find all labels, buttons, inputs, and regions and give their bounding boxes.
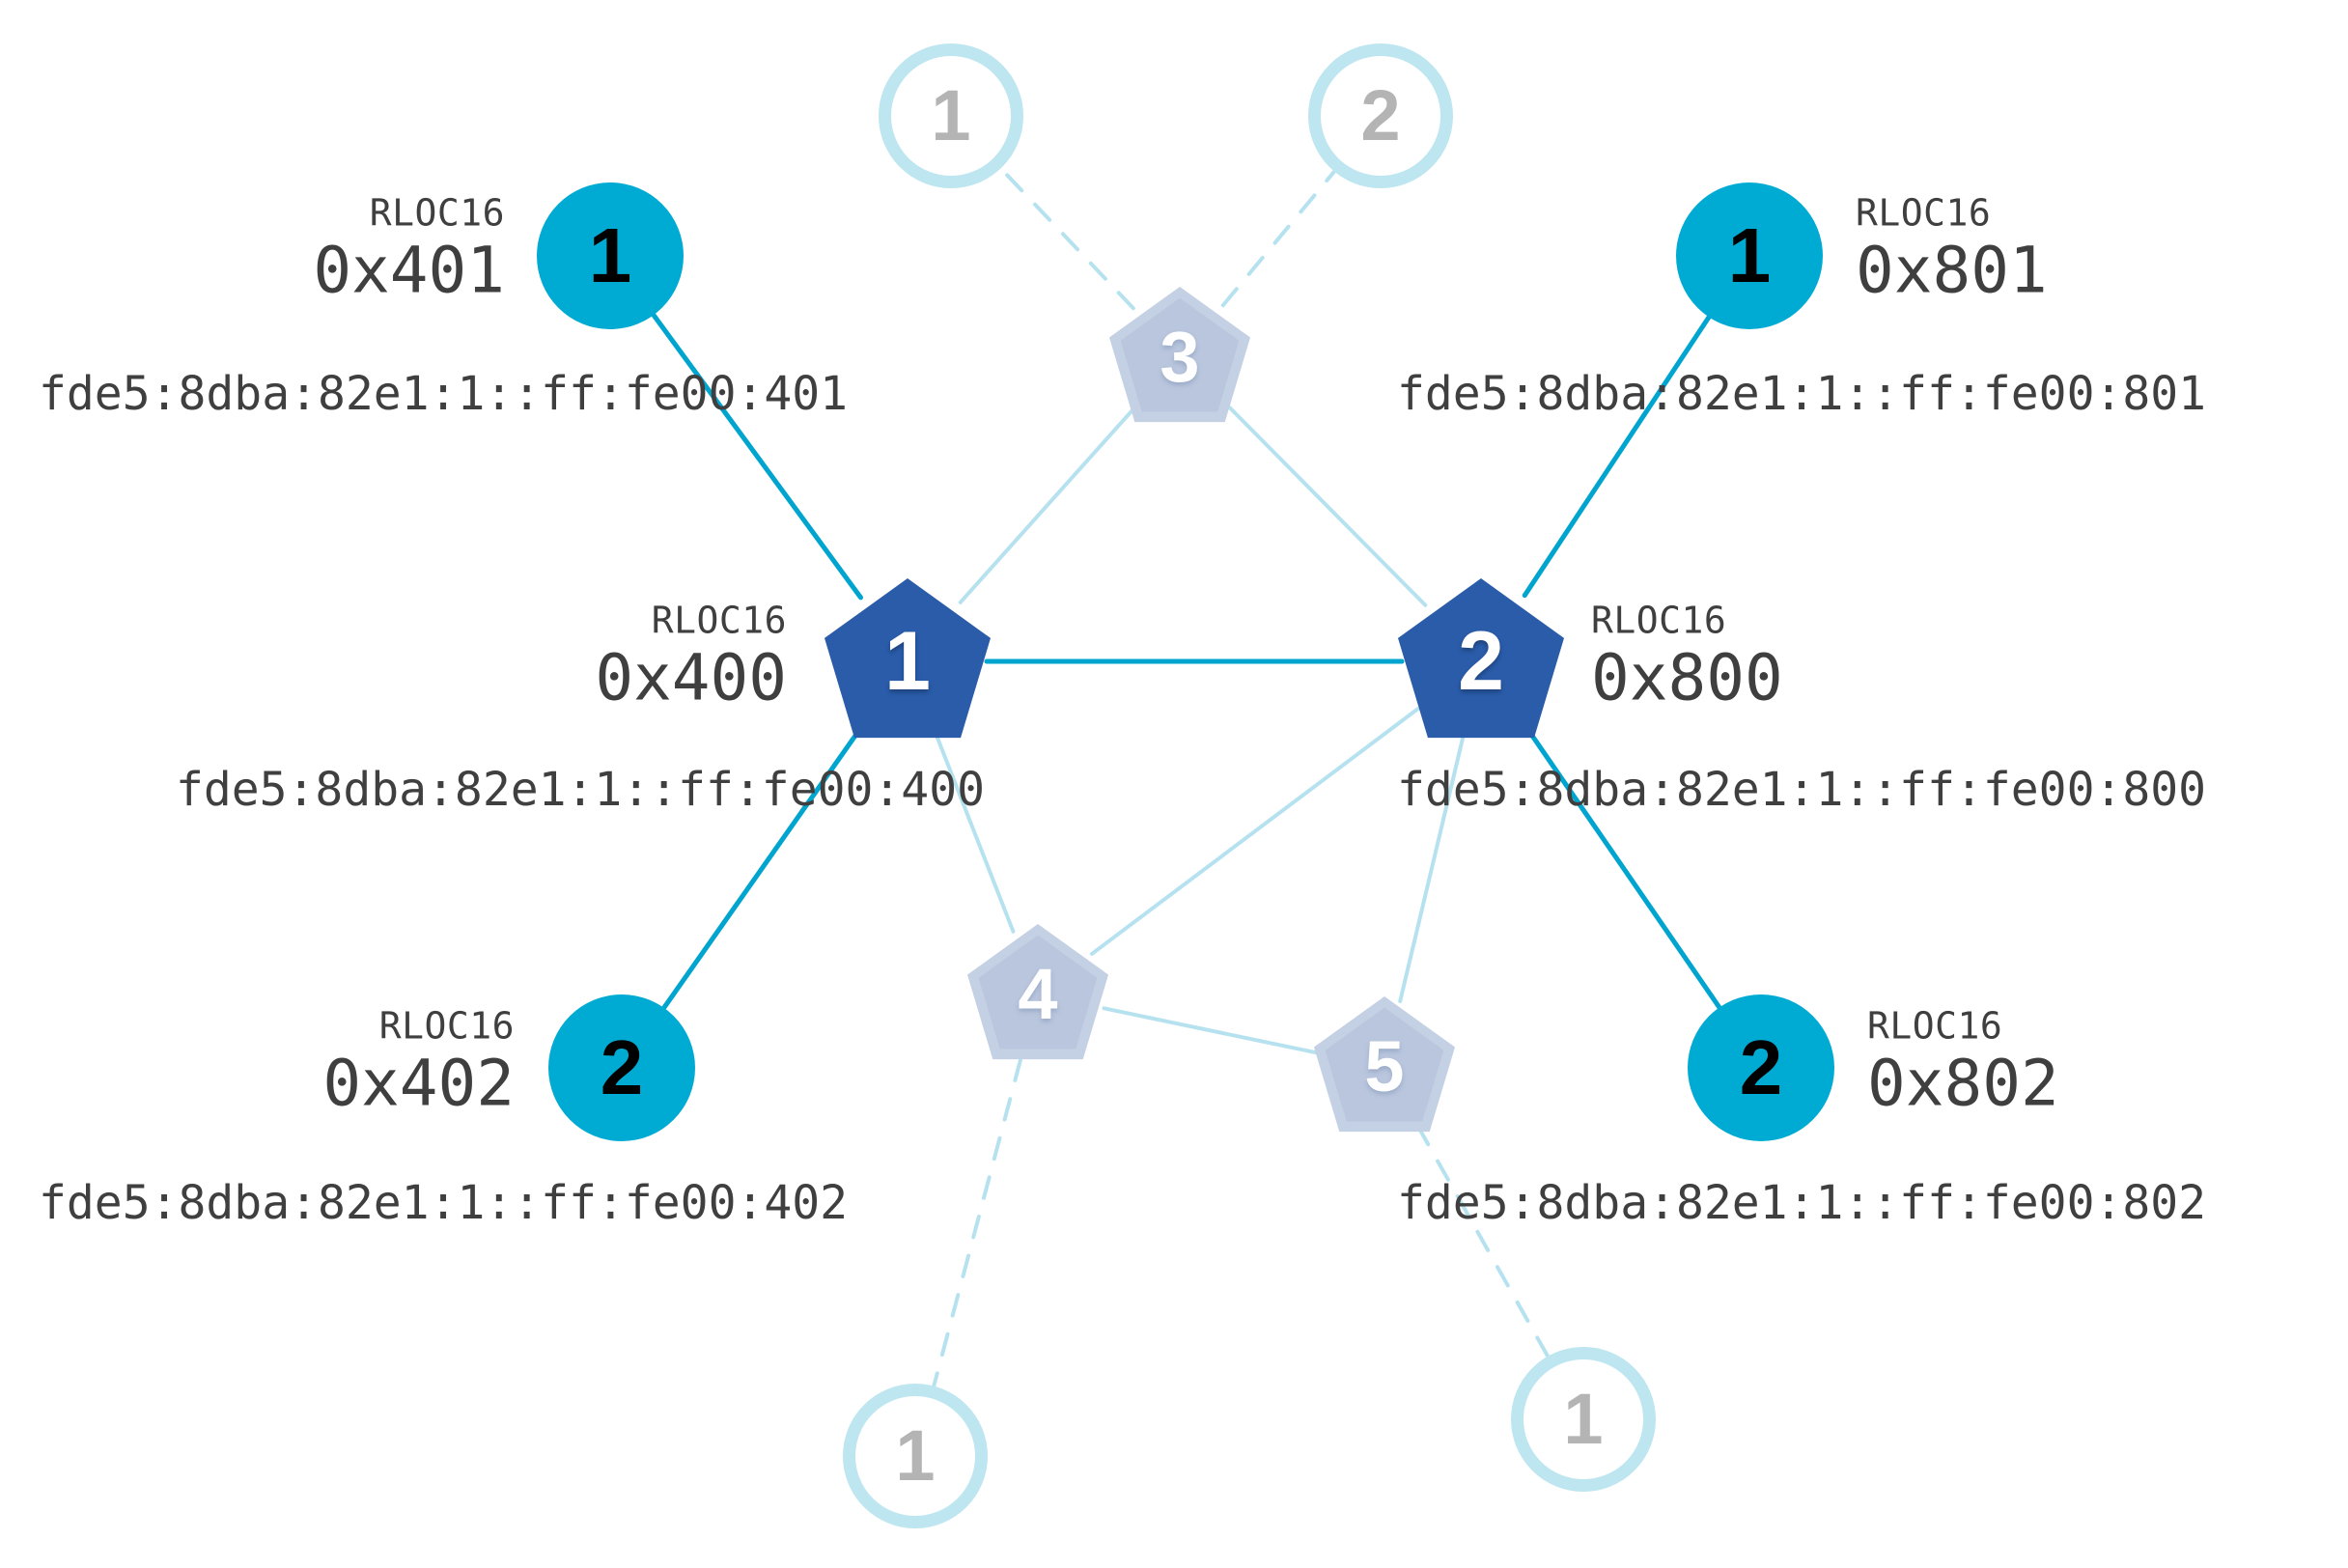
rloc16-value: 0x401 <box>313 233 505 308</box>
node-p3[interactable]: 3 <box>1109 287 1250 428</box>
node-number: 2 <box>1739 1024 1783 1110</box>
rloc16-value: 0x800 <box>1591 640 1783 715</box>
link-r800-p3 <box>1225 403 1428 607</box>
node-number: 4 <box>1018 954 1058 1034</box>
link-r800-c801 <box>1522 314 1712 599</box>
rloc16-caption: RLOC16 <box>378 1004 515 1048</box>
node-g_br[interactable]: 1 <box>1511 1347 1656 1492</box>
node-number: 1 <box>895 1415 936 1496</box>
node-number: 3 <box>1160 317 1200 397</box>
node-c802[interactable]: 2 <box>1688 994 1834 1141</box>
node-r800[interactable]: 2 <box>1398 578 1564 744</box>
node-number: 1 <box>931 75 971 155</box>
node-number: 1 <box>1727 212 1772 298</box>
ipv6-address-c801: fde5:8dba:82e1:1::ff:fe00:801 <box>1397 367 2207 421</box>
node-c401[interactable]: 1 <box>537 182 684 329</box>
rloc16-value: 0x400 <box>595 640 787 715</box>
link-r800-p4 <box>1089 707 1420 956</box>
rloc16-value: 0x801 <box>1856 233 2048 308</box>
link-r800-p5 <box>1398 736 1466 1003</box>
rloc16-value: 0x402 <box>322 1046 515 1121</box>
link-r400-c401 <box>651 312 864 601</box>
rloc16-caption: RLOC16 <box>651 599 787 642</box>
rloc16-caption: RLOC16 <box>1856 191 1992 235</box>
link-r800-c802 <box>1523 724 1722 1010</box>
node-p5[interactable]: 5 <box>1314 996 1455 1137</box>
node-c801[interactable]: 1 <box>1676 182 1823 329</box>
node-number: 2 <box>1458 615 1504 708</box>
rloc16-caption: RLOC16 <box>1867 1004 2003 1048</box>
link-r400-p3 <box>958 406 1137 604</box>
node-c402[interactable]: 2 <box>548 994 695 1141</box>
node-number: 1 <box>588 212 632 298</box>
link-p5-g_br <box>1415 1123 1551 1358</box>
node-p4[interactable]: 4 <box>967 924 1108 1065</box>
node-number: 1 <box>1563 1379 1604 1459</box>
node-r400[interactable]: 1 <box>825 578 991 744</box>
node-number: 2 <box>1360 75 1401 155</box>
node-g_bl[interactable]: 1 <box>843 1384 988 1528</box>
ipv6-address-r800: fde5:8dba:82e1:1::ff:fe00:800 <box>1397 763 2207 817</box>
node-number: 5 <box>1364 1026 1405 1106</box>
link-r400-c402 <box>661 723 865 1011</box>
rloc16-caption: RLOC16 <box>1591 599 1727 642</box>
node-number: 1 <box>884 615 931 708</box>
link-p3-g_tr <box>1220 169 1337 308</box>
ipv6-address-r400: fde5:8dba:82e1:1::ff:fe00:400 <box>175 763 985 817</box>
node-g_tr[interactable]: 2 <box>1308 43 1453 188</box>
node-g_tl[interactable]: 1 <box>879 43 1023 188</box>
rloc16-value: 0x802 <box>1867 1046 2059 1121</box>
ipv6-address-c402: fde5:8dba:82e1:1::ff:fe00:402 <box>39 1176 849 1230</box>
link-p3-g_tl <box>998 166 1135 311</box>
node-number: 2 <box>600 1024 644 1110</box>
ipv6-address-c401: fde5:8dba:82e1:1::ff:fe00:401 <box>39 367 849 421</box>
ipv6-address-c802: fde5:8dba:82e1:1::ff:fe00:802 <box>1397 1176 2207 1230</box>
rloc16-caption: RLOC16 <box>369 191 505 235</box>
link-r400-p4 <box>934 733 1016 934</box>
link-p4-g_bl <box>932 1057 1023 1388</box>
link-p4-p5 <box>1102 1006 1321 1055</box>
